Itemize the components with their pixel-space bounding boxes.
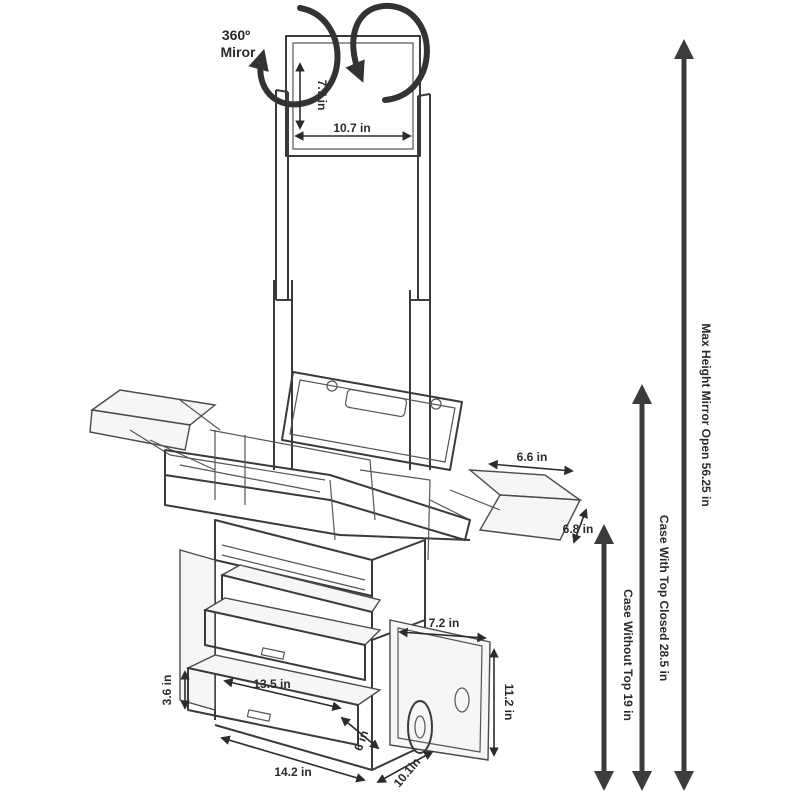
drawer-width-label: 13.5 in	[253, 677, 290, 691]
lid-handle	[344, 388, 408, 418]
right-door	[389, 619, 491, 761]
telescopic-handle	[273, 89, 431, 470]
drawer-height-label: 3.6 in	[160, 675, 174, 706]
tray-depth-dim	[572, 508, 588, 544]
tray-width-label: 6.6 in	[517, 450, 548, 464]
door-height-label: 11.2 in	[502, 684, 516, 721]
mirror-rotation-label: 360º Miror	[221, 27, 257, 60]
drawer-depth-dim	[340, 716, 380, 750]
top-closed-label: Case With Top Closed 28.5 in	[657, 515, 671, 681]
mirror-label-line1: 360º	[222, 27, 250, 43]
tray-right	[429, 469, 583, 541]
rotation-arrows-icon	[248, 2, 430, 108]
drawer-width-dim	[223, 678, 342, 711]
mirror-height-label: 7.7 in	[315, 80, 329, 111]
door-width-dim	[398, 627, 487, 643]
mirror-width-label: 10.7 in	[333, 121, 370, 135]
case-top-lid	[281, 371, 463, 471]
drawer-2	[204, 609, 366, 681]
base-width-label: 14.2 in	[274, 765, 311, 779]
tray-left	[89, 389, 221, 471]
base-depth-dim	[376, 751, 434, 783]
max-height-label: Max Height Mirror Open 56.25 in	[699, 323, 713, 506]
drawer-1	[221, 574, 373, 641]
drawer-depth-label: 6 in	[351, 729, 371, 753]
without-top-label: Case Without Top 19 in	[621, 589, 635, 721]
door-width-label: 7.2 in	[429, 616, 460, 630]
tray-depth-label: 6.8 in	[563, 522, 594, 536]
base-width-dim	[220, 735, 366, 783]
mirror-label-line2: Miror	[221, 44, 257, 60]
middle-tray-frame	[164, 429, 471, 561]
door-latch-icon	[454, 687, 470, 713]
tray-width-dim	[488, 459, 574, 476]
